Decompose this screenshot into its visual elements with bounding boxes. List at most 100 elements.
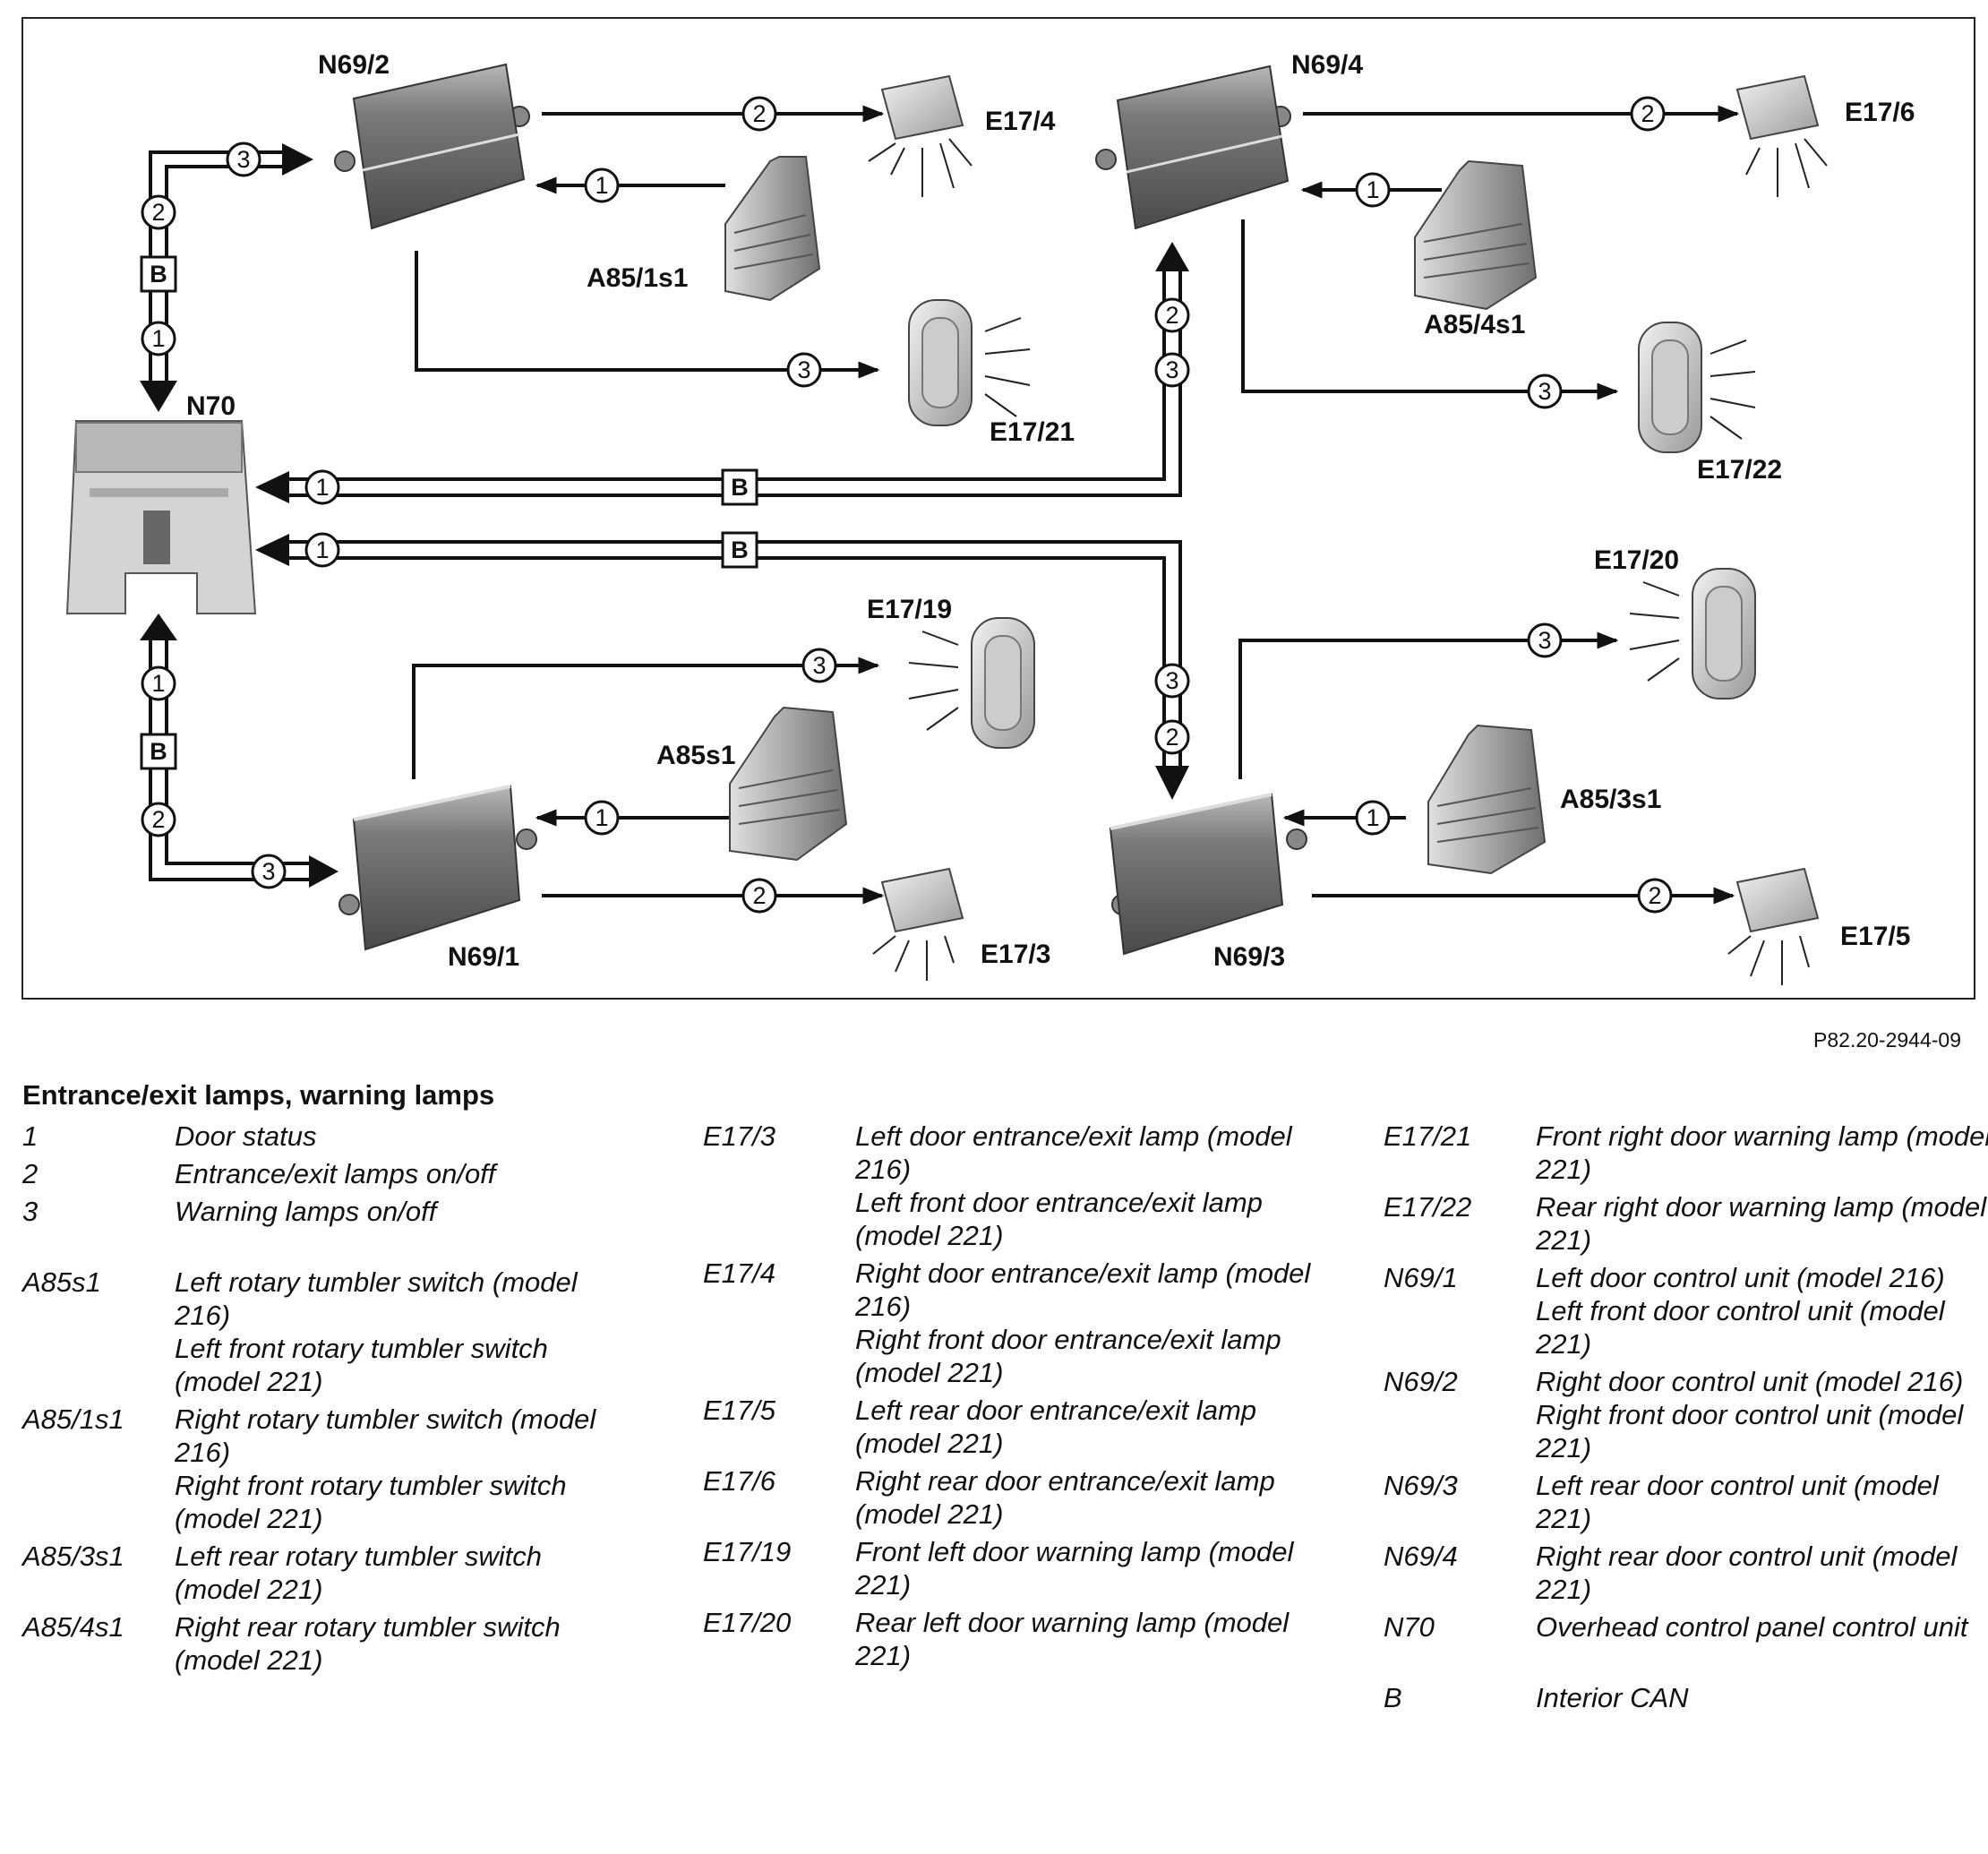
- marker-bus: B: [140, 255, 177, 293]
- legend-description: Interior CAN: [1536, 1682, 1689, 1713]
- legend-code: [22, 1332, 175, 1398]
- legend-row: 3 Warning lamps on/off: [22, 1195, 631, 1228]
- svg-text:1: 1: [315, 536, 329, 563]
- warning-lamp-e17-22: [1638, 322, 1756, 453]
- legend-description: Left rotary tumbler switch (model 216): [175, 1266, 578, 1331]
- legend-column-3: E17/21 Front right door warning lamp (mod…: [1384, 1120, 1988, 1714]
- legend-description: Right rotary tumbler switch (model 216): [175, 1403, 596, 1468]
- warning-lamp-e17-21: [908, 299, 1031, 426]
- legend-code: B: [1384, 1682, 1402, 1713]
- switch-a85-3s1: [1427, 724, 1547, 875]
- bus-arrowheads: [140, 143, 1189, 888]
- svg-text:1: 1: [151, 670, 165, 697]
- overhead-control-unit-n70: [65, 420, 257, 614]
- legend-description: Left rear door entrance/exit lamp (model…: [855, 1395, 1257, 1459]
- label-a85s1: A85s1: [656, 741, 735, 770]
- legend-code: E17/19: [703, 1536, 792, 1567]
- legend-description: Front right door warning lamp (model 221…: [1536, 1120, 1988, 1185]
- legend-description: Entrance/exit lamps on/off: [175, 1158, 496, 1189]
- svg-text:3: 3: [261, 858, 275, 885]
- svg-text:3: 3: [236, 146, 250, 173]
- svg-text:3: 3: [1538, 378, 1551, 405]
- label-e17-6: E17/6: [1845, 98, 1915, 127]
- legend-code: 1: [22, 1120, 39, 1152]
- legend-code: E17/3: [703, 1120, 776, 1152]
- legend-code: N69/2: [1384, 1366, 1458, 1397]
- label-a85-3s1: A85/3s1: [1560, 785, 1661, 814]
- legend-row: Right front door entrance/exit lamp (mod…: [703, 1323, 1312, 1389]
- svg-text:2: 2: [151, 806, 165, 833]
- label-e17-21: E17/21: [990, 417, 1075, 447]
- label-e17-22: E17/22: [1697, 455, 1782, 485]
- svg-text:2: 2: [752, 882, 766, 909]
- legend-row: N69/2 Right door control unit (model 216): [1384, 1365, 1988, 1398]
- entrance-lamp-e17-5: [1727, 867, 1820, 985]
- legend-description: Left front door entrance/exit lamp (mode…: [855, 1187, 1263, 1251]
- legend-description: Rear right door warning lamp (model 221): [1536, 1191, 1987, 1256]
- legend-code: A85s1: [22, 1266, 101, 1298]
- marker: 1: [1355, 172, 1391, 208]
- markers: 3 2 B 1 2 1 3 2 1 3 2 3 1 B 1 B 3 2 1 B …: [140, 96, 1673, 914]
- legend-code: 3: [22, 1196, 39, 1227]
- entrance-lamp-e17-3: [872, 867, 964, 981]
- control-unit-n69-4: [1095, 64, 1291, 230]
- marker: 1: [584, 800, 620, 836]
- warning-lamp-e17-20: [1629, 568, 1756, 700]
- svg-text:B: B: [731, 474, 749, 501]
- label-a85-4s1: A85/4s1: [1424, 310, 1525, 339]
- legend-description: Front left door warning lamp (model 221): [855, 1536, 1294, 1601]
- control-unit-n69-3: [1109, 793, 1307, 956]
- legend-code: E17/21: [1384, 1120, 1472, 1152]
- legend-code: [703, 1186, 855, 1252]
- legend-row: A85/1s1 Right rotary tumbler switch (mode…: [22, 1403, 631, 1469]
- marker: 2: [741, 96, 777, 132]
- legend-row: A85s1 Left rotary tumbler switch (model 2…: [22, 1266, 631, 1332]
- marker: 3: [226, 142, 261, 177]
- label-n69-2: N69/2: [318, 50, 390, 80]
- warning-lamp-e17-19: [908, 617, 1035, 749]
- legend-description: Right door control unit (model 216): [1536, 1366, 1964, 1397]
- legend-code: [1384, 1294, 1536, 1360]
- legend-row: Left front door entrance/exit lamp (mode…: [703, 1186, 1312, 1252]
- legend-code: N69/1: [1384, 1262, 1458, 1293]
- switch-a85-1s1: [724, 156, 821, 302]
- legend-description: Warning lamps on/off: [175, 1196, 437, 1227]
- marker-bus: B: [721, 531, 758, 569]
- marker: 3: [1154, 663, 1190, 699]
- marker: 3: [786, 352, 822, 388]
- legend-description: Left rear door control unit (model 221): [1536, 1470, 1939, 1534]
- diagram-frame: [21, 17, 1975, 1000]
- legend-description: Right front door control unit (model 221…: [1536, 1399, 1964, 1463]
- svg-text:1: 1: [151, 325, 165, 352]
- label-e17-20: E17/20: [1594, 545, 1679, 575]
- legend-description: Left door control unit (model 216): [1536, 1262, 1945, 1293]
- marker: 3: [801, 648, 837, 683]
- control-unit-n69-1: [338, 785, 537, 951]
- svg-text:3: 3: [797, 356, 810, 383]
- component-labels: N69/2 N69/4 N70 E17/4 E17/6 A85/1s1 A85/…: [186, 50, 1915, 972]
- svg-text:1: 1: [315, 474, 329, 501]
- svg-text:2: 2: [752, 100, 766, 127]
- legend-code: A85/1s1: [22, 1403, 124, 1435]
- svg-text:3: 3: [812, 652, 826, 679]
- legend-description: Left door entrance/exit lamp (model 216): [855, 1120, 1292, 1185]
- legend-description: Door status: [175, 1120, 317, 1152]
- legend-code: [1384, 1398, 1536, 1464]
- legend-row: B Interior CAN: [1384, 1681, 1988, 1714]
- switch-a85s1: [729, 706, 848, 862]
- svg-text:2: 2: [1648, 882, 1661, 909]
- legend-code: A85/4s1: [22, 1611, 124, 1643]
- label-e17-19: E17/19: [867, 595, 952, 624]
- label-n70: N70: [186, 391, 236, 421]
- marker-bus: B: [721, 468, 758, 506]
- legend-description: Rear left door warning lamp (model 221): [855, 1607, 1290, 1671]
- legend-code: [703, 1323, 855, 1389]
- marker: 1: [141, 665, 176, 701]
